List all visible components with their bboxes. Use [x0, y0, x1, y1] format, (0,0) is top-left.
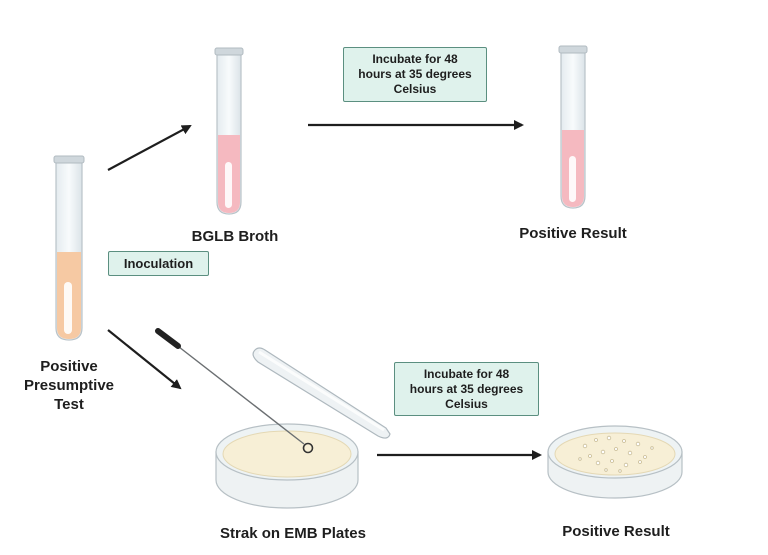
strak-label: Strak on EMB Plates [220, 525, 366, 542]
positive-result-tube [558, 45, 588, 209]
incubate-top-line-3: Celsius [393, 82, 437, 96]
presumptive-test-tube [53, 155, 85, 341]
incubate-bottom-line-1: Incubate for 48 [423, 366, 510, 381]
incubate-top-line-2: hours at 35 degrees [358, 67, 472, 81]
bglb-broth-label: BGLB Broth [191, 228, 279, 245]
inoculation-text: Inoculation [123, 256, 194, 271]
inoculation-loop [155, 328, 314, 454]
positive-result-plate [547, 425, 683, 499]
incubate-box-bottom: Incubate for 48 hours at 35 degrees Cels… [394, 362, 539, 416]
incubate-bottom-line-3: Celsius [445, 396, 488, 411]
arrow-to-bglb [107, 125, 192, 171]
inoculation-box: Inoculation [108, 251, 209, 276]
incubate-box-top: Incubate for 48 hours at 35 degrees Cels… [343, 47, 487, 102]
incubate-bottom-line-2: hours at 35 degrees [409, 381, 524, 396]
presumptive-test-label: Positive Presumptive Test [10, 357, 128, 414]
positive-result-top-label: Positive Result [519, 225, 627, 242]
emb-plate [215, 423, 359, 509]
positive-result-bottom-label: Positive Result [562, 523, 670, 540]
presumptive-line-3: Test [54, 396, 84, 413]
presumptive-line-2: Presumptive [23, 377, 115, 394]
incubate-top-line-1: Incubate for 48 [372, 52, 458, 66]
presumptive-line-1: Positive [40, 358, 98, 375]
petri-lid [252, 347, 391, 439]
bglb-broth-tube [214, 47, 244, 215]
arrow-to-emb [107, 329, 182, 390]
